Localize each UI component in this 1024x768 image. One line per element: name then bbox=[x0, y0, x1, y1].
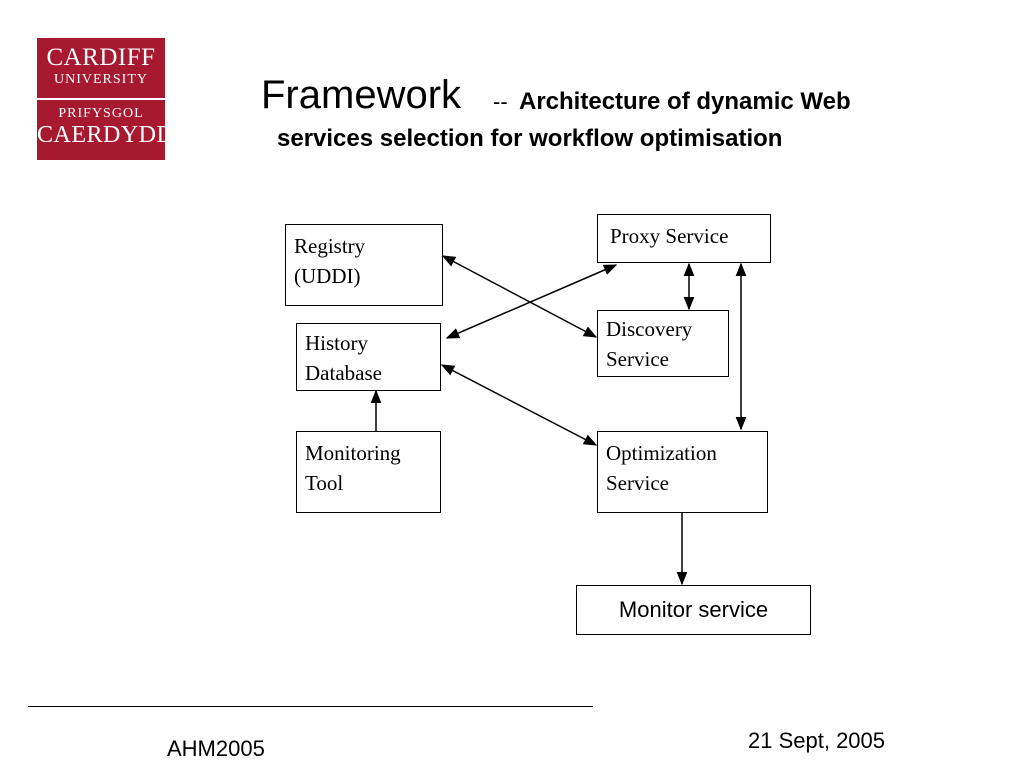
logo-line-2: UNIVERSITY bbox=[54, 72, 148, 87]
arrow-registry-discovery bbox=[441, 255, 598, 338]
monitor-service-label: Monitor service bbox=[618, 597, 769, 622]
optimization-label-line-1: Optimization bbox=[606, 441, 717, 465]
monitoring-tool-label-line-2: Tool bbox=[305, 471, 344, 495]
footer-date: 21 Sept, 2005 bbox=[748, 728, 886, 753]
history-label-line-1: History bbox=[305, 331, 368, 355]
footer-rule bbox=[28, 706, 593, 707]
slide-title: Framework bbox=[261, 73, 462, 117]
monitoring-tool-label-line-1: Monitoring bbox=[305, 441, 401, 465]
monitor-service-node: Monitor service bbox=[576, 585, 811, 635]
slide-subtitle-line-1: Architecture of dynamic Web bbox=[519, 88, 851, 115]
cardiff-university-logo: CARDIFF UNIVERSITY PRIFYSGOL CAERDYDD bbox=[37, 38, 175, 160]
registry-label-line-1: Registry bbox=[294, 234, 366, 258]
monitoring-tool-node: Monitoring Tool bbox=[296, 431, 441, 513]
registry-label-line-2: (UDDI) bbox=[294, 264, 361, 288]
footer-conference: AHM2005 bbox=[167, 736, 265, 761]
slide-subtitle-line-2: services selection for workflow optimisa… bbox=[277, 125, 783, 152]
logo-line-1: CARDIFF bbox=[46, 44, 156, 71]
logo-line-4: CAERDYDD bbox=[37, 122, 175, 148]
discovery-label-line-2: Service bbox=[606, 347, 669, 371]
optimization-service-node: Optimization Service bbox=[597, 431, 768, 513]
arrow-history-proxy bbox=[445, 264, 618, 339]
proxy-label: Proxy Service bbox=[610, 224, 729, 248]
optimization-label-line-2: Service bbox=[606, 471, 669, 495]
logo-line-3: PRIFYSGOL bbox=[58, 106, 144, 121]
history-database-node: History Database bbox=[296, 323, 441, 391]
discovery-label-line-1: Discovery bbox=[606, 317, 693, 341]
discovery-service-node: Discovery Service bbox=[597, 310, 729, 377]
title-separator: -- bbox=[493, 89, 508, 114]
logo-divider bbox=[37, 98, 165, 100]
proxy-service-node: Proxy Service bbox=[597, 214, 771, 263]
history-label-line-2: Database bbox=[305, 361, 382, 385]
arrow-history-optimization bbox=[440, 364, 598, 446]
registry-uddi-node: Registry (UDDI) bbox=[285, 224, 443, 306]
